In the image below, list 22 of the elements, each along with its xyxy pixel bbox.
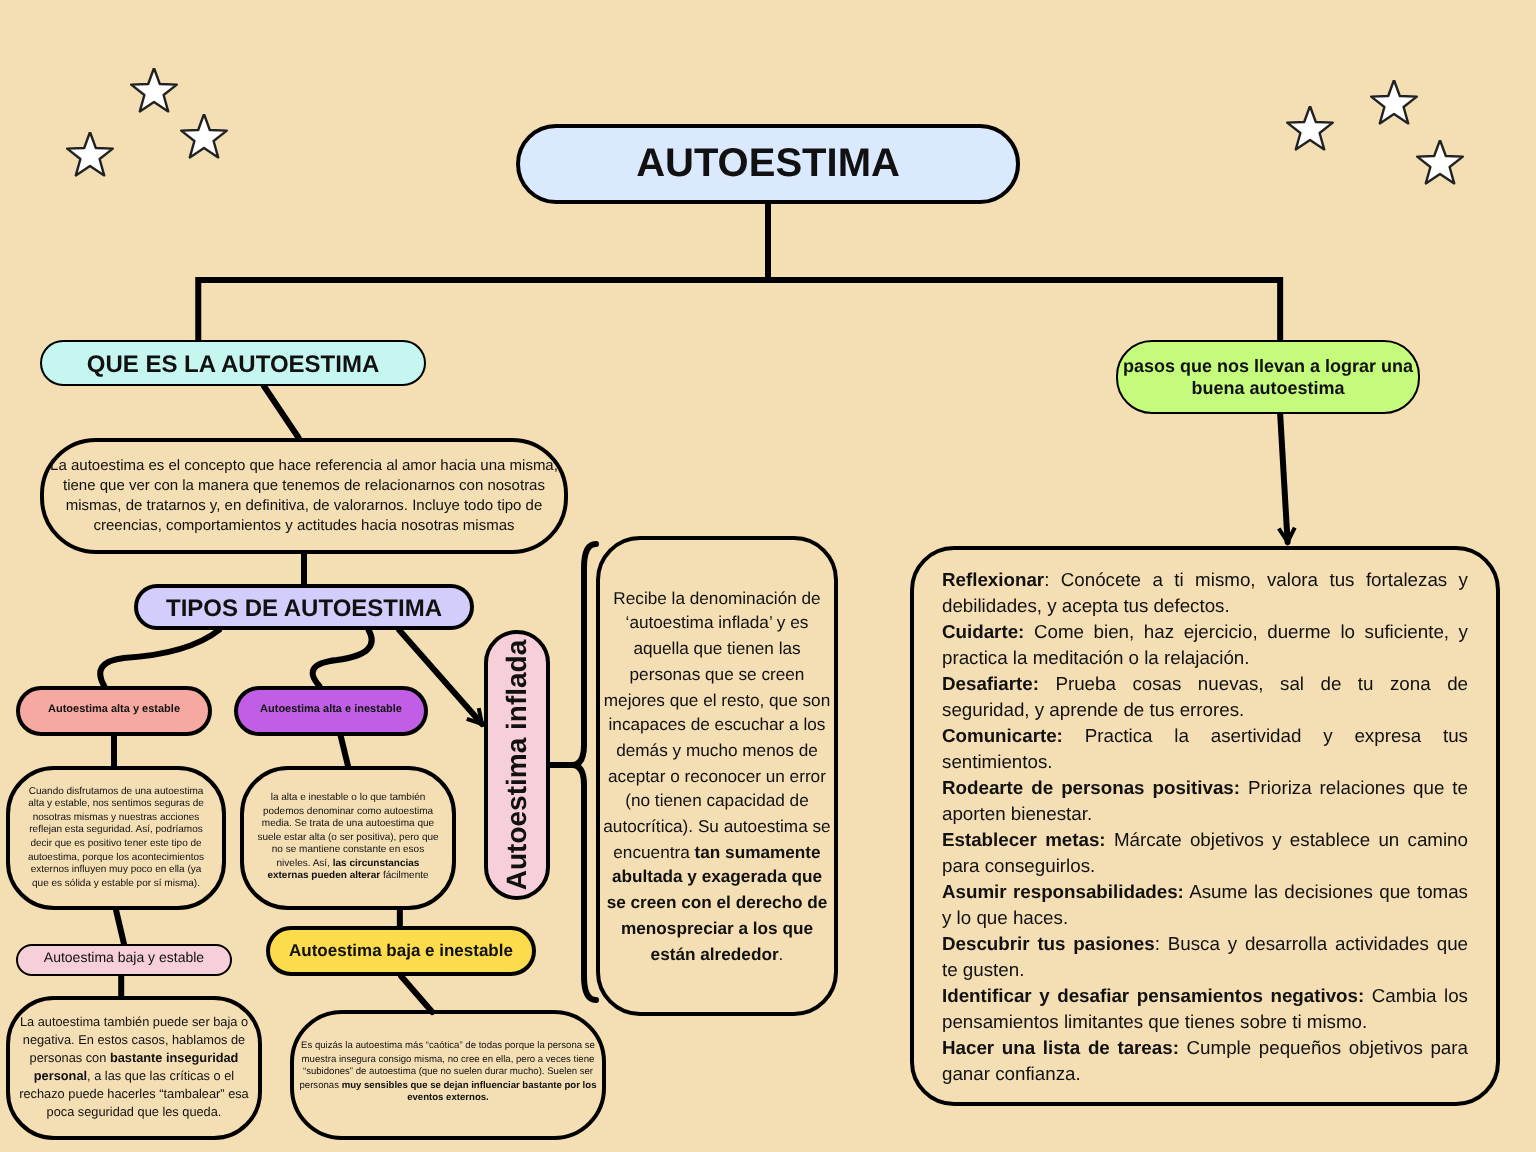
topic-box: QUE ES LA AUTOESTIMA <box>40 340 426 386</box>
topic-box: AUTOESTIMA <box>516 124 1020 204</box>
connector-line <box>309 627 375 689</box>
arrow <box>1276 411 1297 545</box>
connector-line <box>301 551 307 587</box>
connector-line <box>337 733 351 769</box>
connector-line <box>113 907 127 947</box>
connector-line <box>398 973 436 1015</box>
connector-line <box>396 907 403 929</box>
connector-line <box>97 627 222 689</box>
connector-line <box>118 973 125 999</box>
arrow <box>396 627 485 727</box>
topic-box: TIPOS DE AUTOESTIMA <box>134 584 474 630</box>
topic-box: pasos que nos llevan a lograr una buena autoestima <box>1116 340 1420 414</box>
topic-box: Autoestima baja e inestable <box>266 926 536 976</box>
connector-line <box>260 383 302 441</box>
topic-box: Autoestima inflada <box>484 630 550 900</box>
connector-line <box>111 733 117 769</box>
description-bubble: Recibe la denominación de ‘autoestima inflada’ y es aquella que tienen las personas que se creen mejores que el resto, que son incapaces de escuchar a los demás y mucho menos de aceptar o reconocer un error (no tienen capacidad de autocrítica). Su autoestima se encuentra tan sumamente abultada y exagerada que se creen con el derecho de menospreciar a los que están alrededor. <box>596 536 838 1016</box>
list-box: Reflexionar: Conócete a ti mismo, valora tus fortalezas y debilidades, y acepta tus defectos. Cuidarte: Come bien, haz ejercicio, duerme lo suficiente, y practica la meditación o la relajación. Desafiarte: Prueba cosas nuevas, sal de tu zona de seguridad, y aprende de tus errores. Comunicarte: Practica la asertividad y expresa tus sentimientos. Rodearte de personas positivas: Prioriza relaciones que te aporten bienestar. Establecer metas: Márcate objetivos y establece un camino para conseguirlos. Asumir responsabilidades: Asume las decisiones que tomas y lo que haces. Descubrir tus pasiones: Busca y desarrolla actividades que te gusten. Identificar y desafiar pensamientos negativos: Cambia los pensamientos limitantes que tienes sobre ti mismo. Hacer una lista de tareas: Cumple pequeños objetivos para ganar confianza. <box>910 546 1500 1106</box>
connector-line <box>765 201 1284 343</box>
connector-line <box>547 541 599 1003</box>
